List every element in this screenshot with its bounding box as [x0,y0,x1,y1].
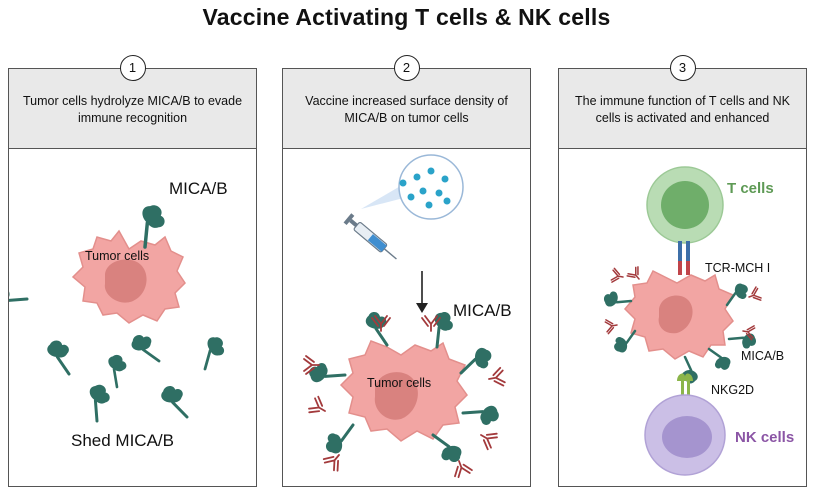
panel-1-illustration [9,199,231,425]
panel-2: Vaccine increased surface density of MIC… [282,55,531,487]
micab-label-3: MICA/B [741,349,785,363]
tumor-nucleus [104,259,147,303]
panel-2-header: Vaccine increased surface density of MIC… [283,69,530,149]
tumor-cells-label-1: Tumor cells [85,249,150,263]
tcr-mhc-label: TCR-MCH I [705,261,771,275]
tumor-nucleus [374,372,418,420]
panel-3-illustration [600,166,763,476]
panel-1: Tumor cells hydrolyze MICA/B to evade im… [8,55,257,487]
vaccine-particles [399,167,451,209]
shed-micab-label: Shed MICA/B [71,431,174,450]
panel-3-caption: The immune function of T cells and NK ce… [575,94,790,125]
figure-title: Vaccine Activating T cells & NK cells [202,4,611,30]
nk-cell-nucleus [662,416,712,458]
step-number-3: 3 [669,55,696,81]
syringe [343,213,397,260]
step-number-1: 1 [119,55,146,81]
t-cell-nucleus [661,181,709,229]
panel-2-illustration [303,154,507,480]
tumor-cells-label-2: Tumor cells [367,376,432,390]
step-number-2: 2 [393,55,420,81]
micab-label-1: MICA/B [169,179,228,198]
nkg2d-label: NKG2D [711,383,755,397]
panel-1-header: Tumor cells hydrolyze MICA/B to evade im… [9,69,256,149]
panel-1-caption: Tumor cells hydrolyze MICA/B to evade im… [22,94,243,125]
micab-label-2: MICA/B [453,301,512,320]
t-cells-label: T cells [727,180,774,197]
panel-3-header: The immune function of T cells and NK ce… [559,69,806,149]
panel-2-caption: Vaccine increased surface density of MIC… [305,94,508,125]
panel-3: The immune function of T cells and NK ce… [558,55,807,487]
tumor-nucleus [658,295,693,334]
vaccine-particle-bubble [398,154,464,220]
nk-cells-label: NK cells [735,429,795,446]
